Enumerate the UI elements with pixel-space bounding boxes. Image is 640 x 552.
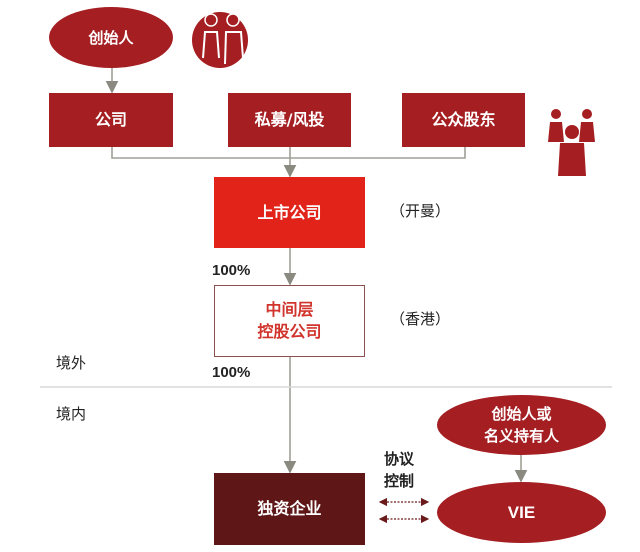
nominee-line2: 名义持有人 — [483, 427, 559, 445]
wfoe-box: 独资企业 — [214, 473, 365, 545]
agreement-line2: 控制 — [384, 472, 415, 490]
agreement-control-label: 协议 控制 — [384, 448, 414, 492]
public-shareholders-label: 公众股东 — [431, 110, 496, 129]
agreement-line1: 协议 — [384, 450, 415, 468]
pct-top: 100% — [212, 262, 251, 279]
pe-vc-label: 私募/风投 — [254, 110, 325, 129]
founder-ellipse: 创始人 — [49, 7, 173, 68]
cayman-note: （开曼） — [390, 202, 451, 220]
onshore-label: 境内 — [56, 405, 87, 423]
vie-label: VIE — [507, 502, 536, 522]
nominee-ellipse: 创始人或 名义持有人 — [437, 395, 606, 455]
shareholder-bracket — [111, 147, 466, 159]
group-people-icon — [548, 109, 595, 176]
intermediate-holding-box: 中间层 控股公司 — [214, 285, 365, 357]
pe-vc-box: 私募/风投 — [228, 93, 351, 147]
pct-bottom: 100% — [212, 364, 251, 381]
company-label: 公司 — [94, 110, 127, 129]
intermediate-line1: 中间层 — [265, 300, 314, 319]
public-shareholders-box: 公众股东 — [402, 93, 525, 147]
founder-label: 创始人 — [88, 28, 134, 47]
founders-people-icon — [192, 12, 248, 68]
intermediate-line2: 控股公司 — [257, 322, 322, 341]
listed-company-label: 上市公司 — [257, 202, 322, 222]
company-box: 公司 — [49, 93, 173, 147]
nominee-line1: 创始人或 — [491, 405, 552, 423]
vie-ellipse: VIE — [437, 482, 606, 543]
listed-company-box: 上市公司 — [214, 177, 365, 248]
offshore-label: 境外 — [56, 354, 87, 372]
wfoe-label: 独资企业 — [257, 499, 322, 518]
hongkong-note: （香港） — [390, 310, 451, 328]
